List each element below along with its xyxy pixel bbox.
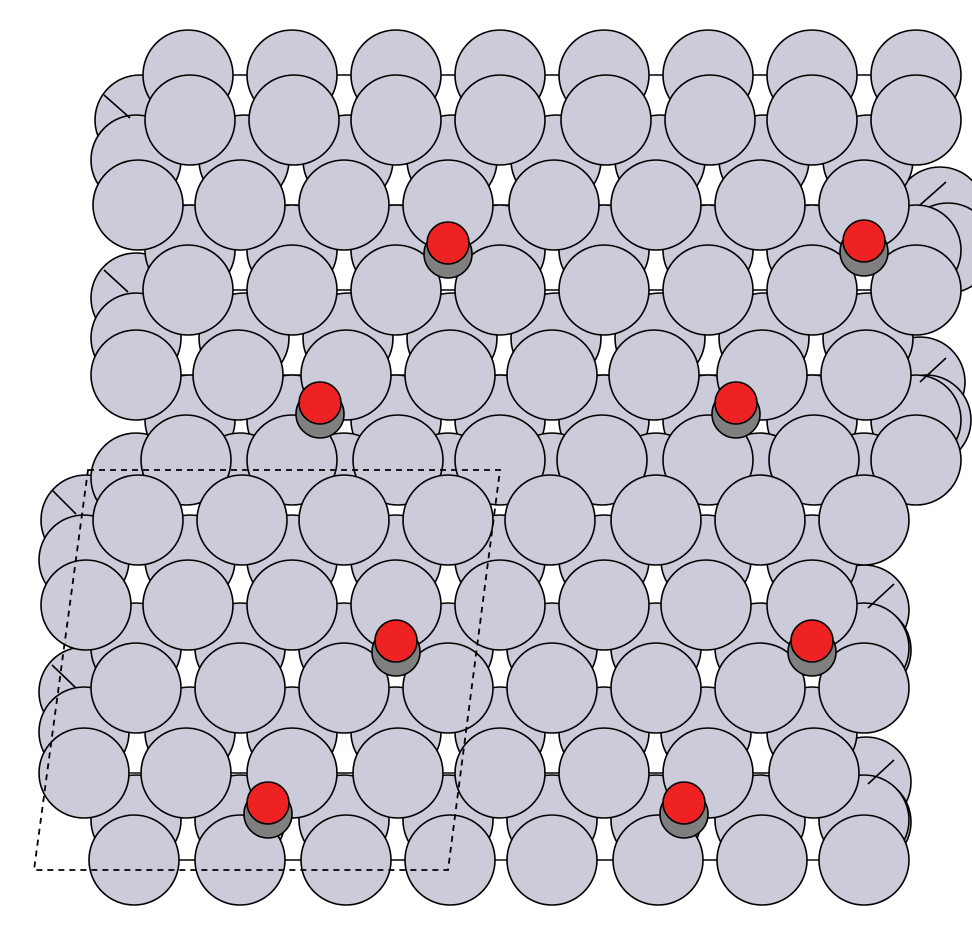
surface-atom	[506, 329, 598, 421]
surface-atom	[454, 74, 546, 166]
surface-atom	[660, 559, 752, 651]
surface-atom	[664, 74, 756, 166]
surface-atom	[608, 329, 700, 421]
surface-atom	[558, 559, 650, 651]
surface-atom	[90, 642, 182, 734]
unit-cell-layer	[32, 469, 502, 871]
adsorbate-top-atom	[298, 381, 342, 425]
surface-atom	[714, 159, 806, 251]
surface-atom	[454, 727, 546, 819]
surface-atom	[556, 414, 648, 506]
surface-atom	[246, 244, 338, 336]
surface-atom	[870, 74, 962, 166]
surface-atom	[90, 329, 182, 421]
surface-atom	[714, 474, 806, 566]
surface-atom	[870, 244, 962, 336]
surface-atom	[300, 814, 392, 906]
surface-atom	[454, 244, 546, 336]
surface-atom	[662, 244, 754, 336]
surface-atom	[818, 642, 910, 734]
edge-tick	[51, 489, 77, 515]
surface-atom	[38, 727, 130, 819]
adsorbate-top-atom	[790, 619, 834, 663]
edge-tick	[919, 357, 947, 383]
surface-atom	[818, 814, 910, 906]
surface-atom	[350, 244, 442, 336]
edge-tick	[919, 181, 947, 206]
surface-atom	[818, 474, 910, 566]
adsorbate-top-atom	[662, 781, 706, 825]
surface-atom	[246, 559, 338, 651]
surface-atom	[92, 159, 184, 251]
edge-tick	[103, 269, 129, 293]
surface-atom	[352, 727, 444, 819]
surface-atom	[248, 74, 340, 166]
surface-atom	[352, 414, 444, 506]
edge-tick	[51, 664, 77, 689]
edge-tick	[867, 583, 895, 609]
adsorbate-top-atom	[374, 619, 418, 663]
surface-atom	[558, 727, 650, 819]
surface-atom	[870, 414, 962, 506]
surface-atom	[610, 474, 702, 566]
surface-atom	[768, 727, 860, 819]
surface-atom	[196, 474, 288, 566]
adsorbate-top-atom	[426, 221, 470, 265]
adsorbate-layer	[243, 219, 889, 839]
surface-atom	[506, 814, 598, 906]
surface-atom	[298, 159, 390, 251]
surface-atom	[820, 329, 912, 421]
surface-atom	[402, 474, 494, 566]
surface-atom	[504, 474, 596, 566]
surface-atom	[508, 159, 600, 251]
surface-atom	[768, 414, 860, 506]
surface-atom	[716, 814, 808, 906]
surface-atom	[140, 727, 232, 819]
surface-atom	[766, 74, 858, 166]
surface-atom	[194, 159, 286, 251]
surface-atom	[298, 642, 390, 734]
surface-atom	[454, 559, 546, 651]
adsorbate-top-atom	[842, 219, 886, 263]
surface-atom	[454, 414, 546, 506]
surface-atom	[144, 74, 236, 166]
surface-atom	[610, 642, 702, 734]
surface-atom	[560, 74, 652, 166]
surface-atom	[558, 244, 650, 336]
adsorbate-top-atom	[714, 381, 758, 425]
surface-atom	[142, 244, 234, 336]
surface-atom	[192, 329, 284, 421]
surface-atom	[404, 329, 496, 421]
surface-atom	[766, 244, 858, 336]
surface-atom	[506, 642, 598, 734]
surface-atom	[88, 814, 180, 906]
surface-atom	[92, 474, 184, 566]
top-atom-layer	[38, 29, 962, 906]
edge-tick	[867, 759, 895, 785]
surface-atom	[610, 159, 702, 251]
unit-cell-outline	[32, 469, 502, 871]
surface-atom	[714, 642, 806, 734]
surface-atom	[194, 642, 286, 734]
surface-atom	[350, 74, 442, 166]
surface-atom	[40, 559, 132, 651]
surface-atom	[298, 474, 390, 566]
surface-atom	[402, 642, 494, 734]
adsorbate-top-atom	[246, 781, 290, 825]
edge-tick	[103, 94, 131, 119]
surface-atom	[142, 559, 234, 651]
